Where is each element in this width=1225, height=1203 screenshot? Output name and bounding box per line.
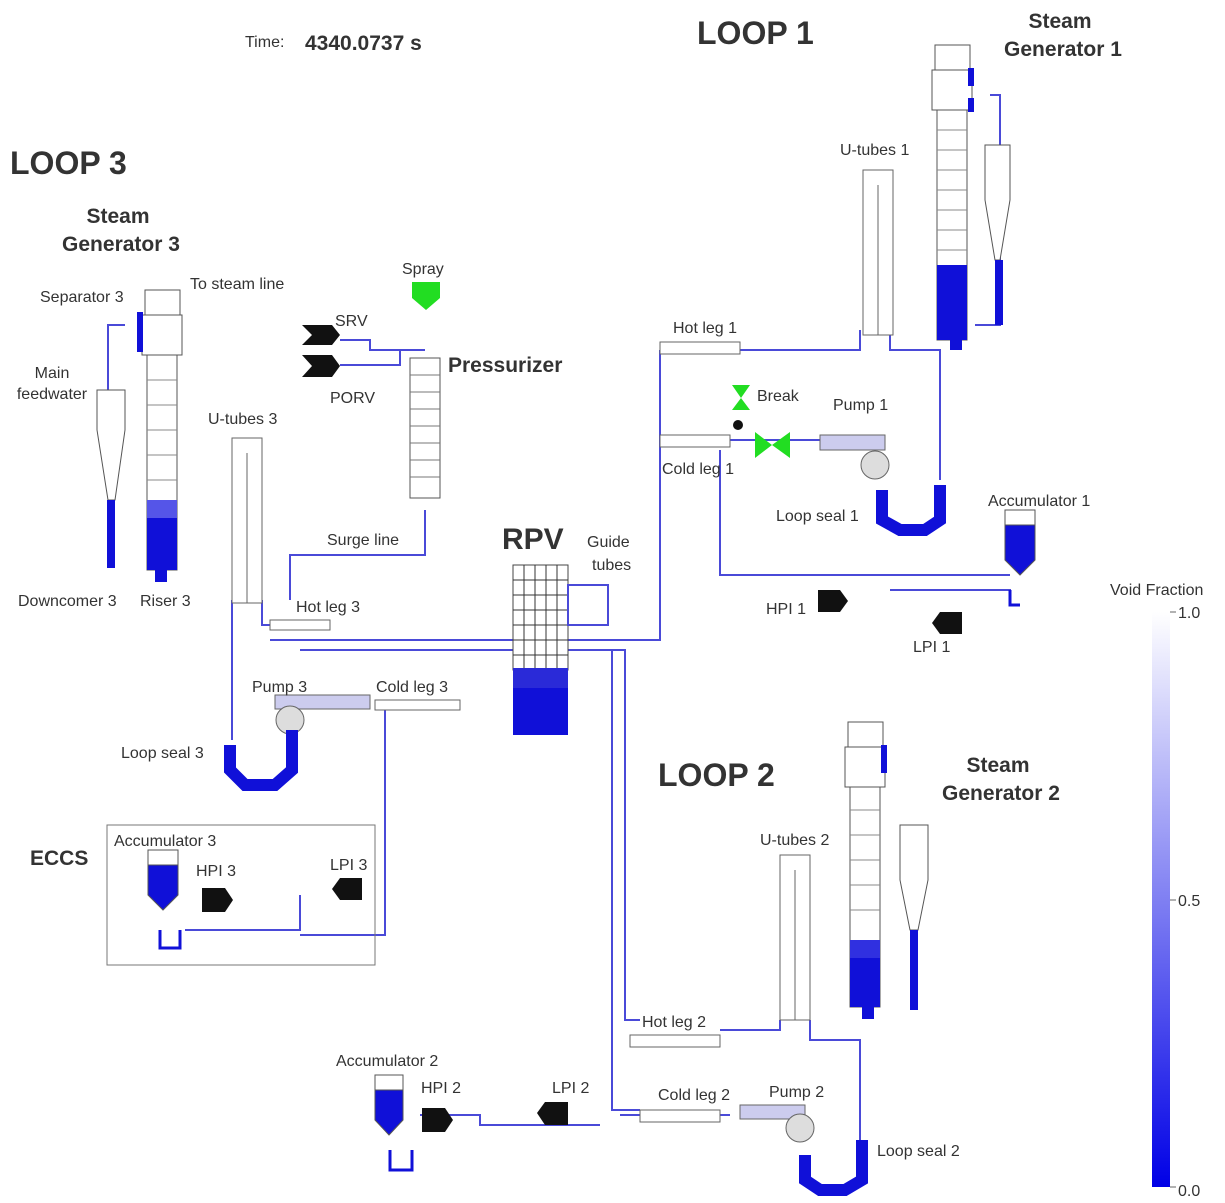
u-tubes-3 <box>231 437 263 604</box>
sg3-title-line1: Steam <box>86 205 149 228</box>
loop-seal-2-label: Loop seal 2 <box>877 1143 960 1160</box>
steam-generator-1 <box>931 44 1011 350</box>
riser-3-label: Riser 3 <box>140 593 191 610</box>
colorbar-tick-mid: 0.5 <box>1178 893 1200 910</box>
utubes-3-label: U-tubes 3 <box>208 411 277 428</box>
srv-label: SRV <box>335 313 368 330</box>
break-point-icon <box>733 420 743 430</box>
break-label: Break <box>757 388 800 405</box>
break-valve-icon <box>732 385 750 410</box>
time-value: 4340.0737 s <box>305 32 422 55</box>
hot-leg-2-label: Hot leg 2 <box>642 1014 706 1031</box>
accumulator-lines <box>158 590 1020 1172</box>
pumps <box>274 434 890 1143</box>
sg1-title-line1: Steam <box>1028 10 1091 33</box>
guide-tubes-label-1: Guide <box>587 534 630 551</box>
colorbar-tick-max: 1.0 <box>1178 605 1200 622</box>
pump-3-label: Pump 3 <box>252 679 307 696</box>
porv-valve-icon <box>302 355 340 377</box>
colorbar-title: Void Fraction <box>1110 582 1203 599</box>
cold-leg-1-label: Cold leg 1 <box>662 461 734 478</box>
sg2-title-line1: Steam <box>966 754 1029 777</box>
sg1-title-line2: Generator 1 <box>1004 38 1122 61</box>
loop-3-title: LOOP 3 <box>10 145 127 181</box>
lpi-3-label: LPI 3 <box>330 857 367 874</box>
pump-1-label: Pump 1 <box>833 397 888 414</box>
downcomer-3-label: Downcomer 3 <box>18 593 117 610</box>
lpi-1-icon <box>932 612 962 634</box>
u-tubes-2 <box>779 854 811 1021</box>
spray-label: Spray <box>402 261 444 278</box>
rpv-vessel <box>512 564 609 735</box>
injectors <box>202 590 962 1132</box>
srv-valve-icon <box>302 325 340 345</box>
utubes-1-label: U-tubes 1 <box>840 142 909 159</box>
hot-leg-1-label: Hot leg 1 <box>673 320 737 337</box>
porv-label: PORV <box>330 390 375 407</box>
main-feedwater-label-1: Main <box>35 365 70 382</box>
cold-leg-1-valve-icon <box>755 432 790 458</box>
legs <box>269 341 741 1123</box>
to-steam-line-label: To steam line <box>190 276 284 293</box>
time-label: Time: <box>245 34 284 51</box>
accumulator-2-label: Accumulator 2 <box>336 1053 438 1070</box>
pressurizer-title: Pressurizer <box>448 354 562 377</box>
lpi-2-icon <box>537 1102 568 1125</box>
sg2-title-line2: Generator 2 <box>942 782 1060 805</box>
hpi-1-icon <box>818 590 848 612</box>
loop-seals <box>224 485 946 1196</box>
steam-generator-2 <box>844 721 929 1019</box>
sg3-title-line2: Generator 3 <box>62 233 180 256</box>
loop-2-title: LOOP 2 <box>658 757 775 793</box>
accumulators <box>147 509 1036 1136</box>
cold-leg-3-label: Cold leg 3 <box>376 679 448 696</box>
spray-valve-icon <box>412 282 440 310</box>
loop-seal-3-label: Loop seal 3 <box>121 745 204 762</box>
hot-leg-3-label: Hot leg 3 <box>296 599 360 616</box>
lpi-2-label: LPI 2 <box>552 1080 589 1097</box>
pressurizer-vessel <box>409 357 441 499</box>
hpi-2-label: HPI 2 <box>421 1080 461 1097</box>
guide-tubes-label-2: tubes <box>592 557 631 574</box>
u-tubes-1 <box>862 169 894 336</box>
pump-2-label: Pump 2 <box>769 1084 824 1101</box>
rpv-title: RPV <box>502 523 564 556</box>
hpi-3-icon <box>202 888 233 912</box>
eccs-title: ECCS <box>30 847 88 870</box>
cold-leg-2-label: Cold leg 2 <box>658 1087 730 1104</box>
main-feedwater-label-2: feedwater <box>17 386 88 403</box>
hpi-3-label: HPI 3 <box>196 863 236 880</box>
hpi-1-label: HPI 1 <box>766 601 806 618</box>
utubes-2-label: U-tubes 2 <box>760 832 829 849</box>
separator-3-label: Separator 3 <box>40 289 124 306</box>
void-fraction-colorbar <box>1152 611 1176 1188</box>
colorbar-tick-min: 0.0 <box>1178 1183 1200 1200</box>
loop-seal-1-label: Loop seal 1 <box>776 508 859 525</box>
hpi-2-icon <box>422 1108 453 1132</box>
steam-generator-3 <box>96 289 183 582</box>
accumulator-3-label: Accumulator 3 <box>114 833 216 850</box>
lpi-3-icon <box>332 878 362 900</box>
surge-line-label: Surge line <box>327 532 399 549</box>
lpi-1-label: LPI 1 <box>913 639 950 656</box>
eccs-box <box>106 824 376 966</box>
accumulator-1-label: Accumulator 1 <box>988 493 1090 510</box>
loop-1-title: LOOP 1 <box>697 15 814 51</box>
